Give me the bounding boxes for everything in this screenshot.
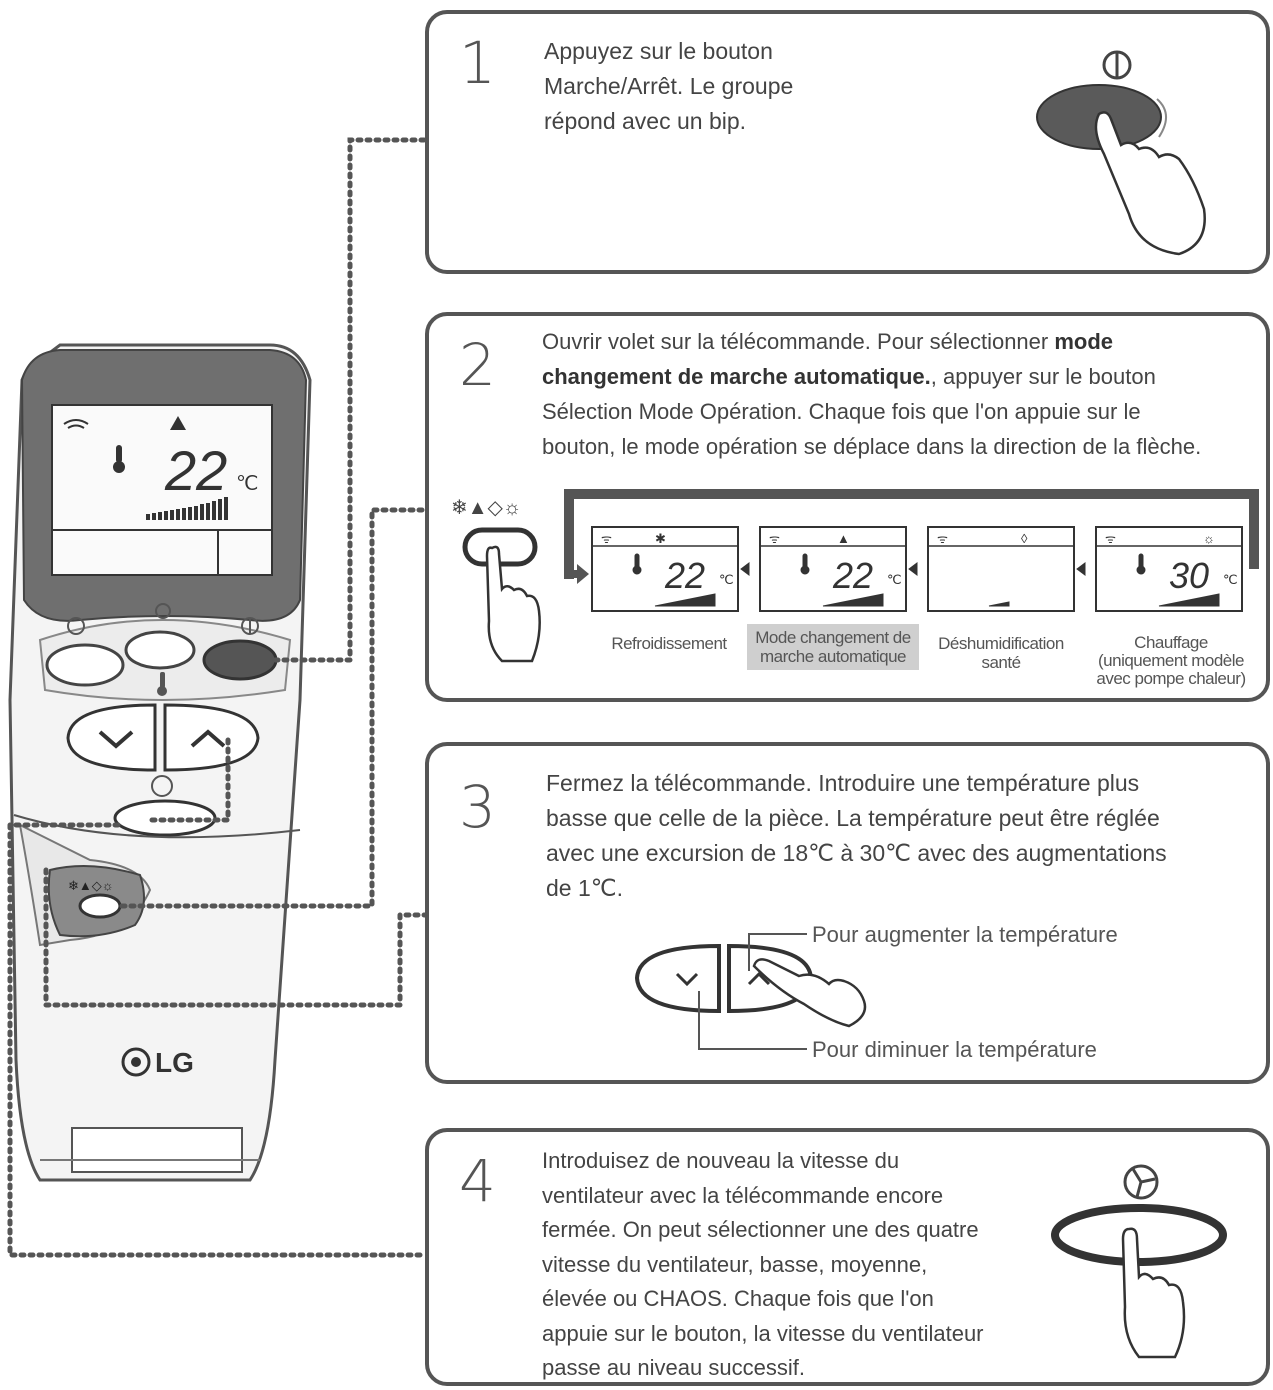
swing-button[interactable]: [124, 630, 196, 670]
step-3-panel: 3 Fermez la télécommande. Introduire une…: [425, 742, 1270, 1084]
step-2-line-2: changement de marche automatique., appuy…: [542, 364, 1156, 389]
hand-icon: [485, 545, 541, 663]
step-4-line: Introduisez de nouveau la vitesse du: [542, 1148, 900, 1173]
lcd-heating-temp: 30: [1169, 555, 1209, 596]
press-power-illustration: [1036, 50, 1206, 256]
jet-cool-button[interactable]: [45, 643, 125, 687]
lcd-unit: ℃: [719, 572, 734, 587]
svg-text:ᯤ: ᯤ: [937, 532, 948, 546]
mode-cycle-arrow: [564, 489, 1259, 584]
step-2-line-4: bouton, le mode opération se déplace dan…: [542, 434, 1202, 459]
remote-temp-unit: ℃: [236, 473, 258, 495]
svg-text:LG: LG: [155, 1047, 194, 1078]
lcd-unit: ℃: [887, 572, 902, 587]
step-1-number: 1: [459, 29, 496, 97]
lcd-dehumid: [927, 526, 1075, 612]
dotted-connectors: [7, 137, 428, 1258]
step-4-line: appuie sur le bouton, la vitesse du vent…: [542, 1320, 984, 1346]
svg-text:❄▲◇☼: ❄▲◇☼: [68, 878, 114, 893]
step-2-text: Ouvrir volet sur la télécommande. Pour s…: [542, 324, 1201, 464]
mode-label-dehumid: Déshumidification santé: [938, 634, 1064, 672]
svg-text:ᯤ: ᯤ: [601, 532, 612, 546]
step-2-line-3: Sélection Mode Opération. Chaque fois qu…: [542, 399, 1141, 424]
lcd-auto-temp: 22: [832, 555, 873, 596]
step-4-panel: 4 Introduisez de nouveau la vitesse du v…: [425, 1128, 1270, 1386]
remote-temp-display: 22: [164, 439, 227, 502]
increase-temp-caption: Pour augmenter la température: [812, 922, 1118, 947]
hand-icon: [752, 958, 867, 1028]
fan-button-illustration: [1051, 1164, 1227, 1359]
hand-icon: [1121, 1227, 1186, 1359]
step-4-line: vitesse du ventilateur, basse, moyenne,: [542, 1251, 928, 1277]
hand-icon: [1094, 111, 1206, 256]
sun-icon: ☼: [1203, 531, 1215, 546]
step-3-line: Fermez la télécommande. Introduire une t…: [546, 770, 1140, 796]
fan-icon: [1123, 1164, 1159, 1200]
lcd-contents: ᯤ ᯤ ᯤ ᯤ ✱ ▲ ◊ ☼ 22 22 30 ℃ ℃ ℃: [591, 531, 1243, 607]
step-3-number: 3: [459, 773, 496, 841]
drop-icon: ◊: [1021, 531, 1028, 546]
mode-button-illustration: ❄▲◇☼: [451, 497, 541, 663]
step-2-line-1: Ouvrir volet sur la télécommande. Pour s…: [542, 329, 1114, 354]
snowflake-icon: ✱: [655, 531, 666, 546]
step-4-line: passe au niveau successif.: [542, 1355, 805, 1380]
step-2-number: 2: [459, 331, 496, 399]
step-4-line: fermée. On peut sélectionner une des qua…: [542, 1217, 979, 1242]
step-1-line: Marche/Arrêt. Le groupe: [544, 73, 794, 99]
step-4-line: ventilateur avec la télécommande encore: [542, 1182, 944, 1208]
lg-logo: LG: [121, 1047, 194, 1078]
mode-label-cooling: Refroidissement: [611, 634, 727, 653]
auto-mode-icon: ▲: [837, 531, 850, 546]
lcd-unit: ℃: [1223, 572, 1238, 587]
temp-down-icon: [634, 943, 721, 1014]
step-4-text: Introduisez de nouveau la vitesse du ven…: [542, 1144, 984, 1386]
step-2-panel: 2 Ouvrir volet sur la télécommande. Pour…: [425, 312, 1270, 702]
lcd-cooling-temp: 22: [664, 555, 705, 596]
step-3-line: de 1℃.: [546, 875, 623, 901]
remote-control: 22 ℃ ❄▲◇☼ LG: [8, 343, 312, 1182]
mode-label-heating: Chauffage (uniquement modèle avec pompe …: [1096, 633, 1246, 688]
power-icon: [1102, 50, 1132, 80]
step-1-line: Appuyez sur le bouton: [544, 38, 773, 64]
mode-label-auto: Mode changement de marche automatique: [747, 624, 919, 670]
svg-text:ᯤ: ᯤ: [1105, 532, 1116, 546]
step-3-line: avec une excursion de 18℃ à 30℃ avec des…: [546, 840, 1167, 866]
step-1-panel: 1 Appuyez sur le bouton Marche/Arrêt. Le…: [425, 10, 1270, 274]
step-3-line: basse que celle de la pièce. La températ…: [546, 805, 1160, 831]
temp-buttons-illustration: [634, 933, 867, 1050]
lcd-heating: [1095, 526, 1243, 612]
step-1-text: Appuyez sur le bouton Marche/Arrêt. Le g…: [544, 34, 793, 139]
svg-text:ᯤ: ᯤ: [769, 532, 780, 546]
step-3-text: Fermez la télécommande. Introduire une t…: [546, 766, 1167, 906]
step-4-line: élevée ou CHAOS. Chaque fois que l'on: [542, 1286, 934, 1311]
temp-down-button[interactable]: [66, 703, 157, 772]
svg-text:❄▲◇☼: ❄▲◇☼: [451, 497, 521, 519]
step-4-number: 4: [459, 1147, 496, 1215]
step-1-line: répond avec un bip.: [544, 108, 747, 134]
decrease-temp-caption: Pour diminuer la température: [812, 1037, 1097, 1062]
